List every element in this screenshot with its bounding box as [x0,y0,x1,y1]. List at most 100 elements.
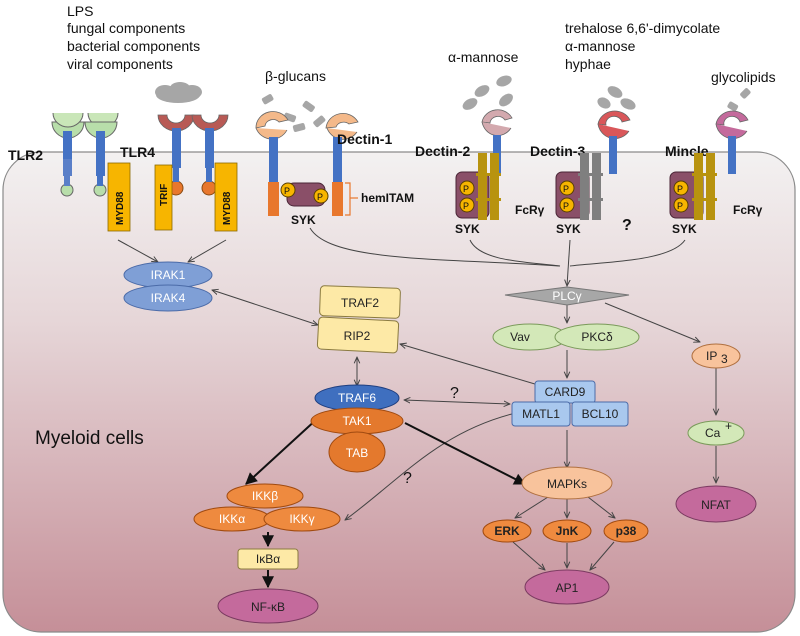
ip3-node [691,343,741,369]
rip2-box [316,316,400,354]
irak4-label: IRAK4 [151,291,186,305]
erk-node [482,519,532,543]
ap1-node [524,569,610,605]
ip3-label: IP [706,349,717,363]
fcrg-label-2: FcRγ [733,203,763,217]
bcl10-box [571,401,629,427]
irak4-node [123,284,213,312]
phospho-2 [313,188,329,204]
tab-label: TAB [346,446,368,460]
pkcd-label: PKCδ [581,330,613,344]
tak1-label: TAK1 [342,414,371,428]
dectin3-label: Dectin-3 [530,143,585,159]
hemitam-label: hemITAM [361,191,414,205]
arrows [117,227,716,589]
dectin3-ligand-list: trehalose 6,6'-dimycolate α-mannose hyph… [565,20,720,72]
traf2-label: TRAF2 [341,296,379,310]
nfat-label: NFAT [701,498,731,512]
svg-text:LPS: LPS [67,3,93,19]
ikkg-label: IKKγ [289,512,314,526]
syk-label-dectin2: SYK [455,222,480,236]
svg-text:P: P [563,184,569,194]
p38-node [603,519,649,543]
ca-node [687,420,745,446]
svg-text:fungal components: fungal components [67,20,185,36]
trif-label: TRIF [159,184,170,206]
myd88-box-2 [214,162,238,232]
nfkb-node [217,588,319,624]
fcrg-dectin2-a [478,153,487,220]
gray-chain-b [592,153,601,220]
mapks-node [521,466,613,500]
myd88-label-1: MYD88 [115,191,126,225]
p38-label: p38 [616,524,637,538]
svg-text:hyphae: hyphae [565,56,611,72]
fcrg-mincle-a [694,153,703,220]
tlr2-receptor [51,112,119,197]
pkcd-node [554,323,640,351]
nfkb-label: NF-κB [251,600,285,614]
phospho-1 [280,182,296,198]
tlr4-label: TLR4 [120,144,155,160]
fcrg-dectin2-b [490,153,499,220]
svg-text:P: P [677,201,683,211]
matl1-ikk-question: ? [403,470,412,487]
ikkb-label: IKKβ [252,489,278,503]
traf2-box [319,285,401,319]
fcrg-label-1: FcRγ [515,203,545,217]
tlr-ligand-list: LPS fungal components bacterial componen… [67,3,200,72]
ikka-label: IKKα [219,512,245,526]
card9-label: CARD9 [545,385,586,399]
ca-superscript: + [725,419,732,433]
syk-label-dectin3: SYK [556,222,581,236]
irak1-label: IRAK1 [151,268,186,282]
plcg-label: PLCγ [552,289,581,303]
ikkg-node [263,506,341,532]
erk-label: ERK [494,524,520,538]
syk-label-dectin1: SYK [291,213,316,227]
mapks-label: MAPKs [547,477,587,491]
svg-text:trehalose 6,6'-dimycolate: trehalose 6,6'-dimycolate [565,20,720,36]
dectin1-label: Dectin-1 [337,131,392,147]
rip2-label: RIP2 [344,329,371,343]
ligand-alpha-mannose: α-mannose [448,49,519,65]
ca-label: Ca [705,426,721,440]
tab-node [328,431,386,473]
dectin2-label: Dectin-2 [415,143,470,159]
ikba-label: IκBα [256,552,280,566]
ligand-beta-glucans: β-glucans [265,68,326,84]
svg-text:P: P [463,184,469,194]
svg-text:viral components: viral components [67,56,173,72]
svg-text:α-mannose: α-mannose [565,38,636,54]
ap1-label: AP1 [556,581,579,595]
svg-text:bacterial components: bacterial components [67,38,200,54]
svg-text:P: P [463,201,469,211]
ikkb-node [226,483,304,509]
dectin3-receptor [597,110,631,174]
dectin3-question: ? [622,217,632,234]
dectin1-receptor [255,111,359,216]
svg-text:P: P [317,192,323,202]
ligand-particles [155,75,751,132]
matl1-label: MATL1 [522,407,560,421]
trif-box [154,164,173,231]
bcl10-label: BCL10 [582,407,619,421]
myd88-label-2: MYD88 [222,191,233,225]
svg-text:P: P [284,186,290,196]
nfat-node [675,485,757,523]
svg-text:P: P [563,201,569,211]
ip3-subscript: 3 [721,352,728,366]
syk-label-mincle: SYK [672,222,697,236]
svg-text:P: P [677,184,683,194]
ikba-box [237,548,299,570]
vav-label: Vav [510,330,530,344]
myd88-box-1 [107,162,131,232]
traf6-label: TRAF6 [338,391,376,405]
traf6-card9-question: ? [450,385,459,402]
matl1-box [511,401,571,427]
tlr2-label: TLR2 [8,147,43,163]
ligand-glycolipids: glycolipids [711,69,776,85]
jnk-node [542,519,592,543]
fcrg-mincle-b [706,153,715,220]
